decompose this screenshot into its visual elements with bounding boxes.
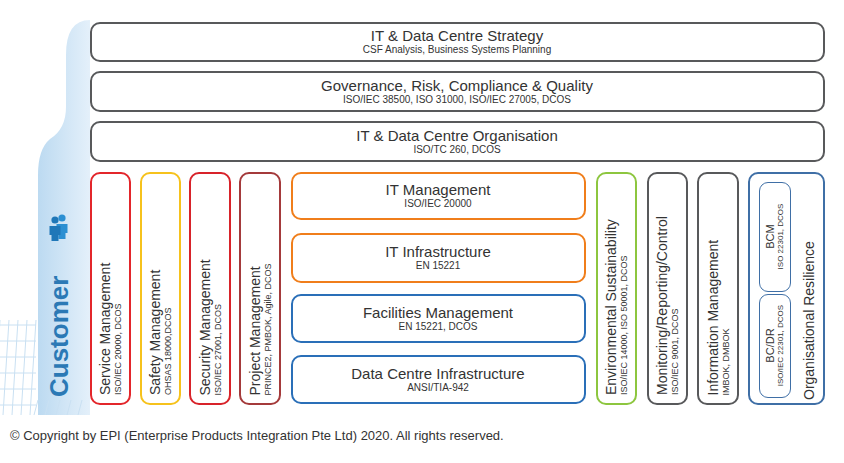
text-frame: Information ManagementIMBOK, DMBOK xyxy=(699,174,736,402)
node-title: IT & Data Centre Strategy xyxy=(371,27,543,44)
bcdr-box: BC/DRISO/IEC 22301, DCOS xyxy=(759,294,791,398)
node-title: Facilities Management xyxy=(363,304,513,321)
text-frame: Governance, Risk, Compliance & QualityIS… xyxy=(92,73,822,109)
text-frame: IT InfrastructureEN 15221 xyxy=(293,235,583,280)
node-title: BC/DR xyxy=(764,328,777,362)
facilities-box: Facilities ManagementEN 15221, DCOS xyxy=(291,294,586,343)
standards-note: ISO/IEC 14000, ISO 50001, DCOS xyxy=(619,255,629,395)
text-frame: BCMISO 22301, DCOS xyxy=(760,183,789,290)
text-frame: Safety ManagementOHSAS 18000,DCOS xyxy=(142,174,178,402)
node-title: Customer xyxy=(45,276,75,397)
organisation-band: IT & Data Centre OrganisationISO/TC 260,… xyxy=(90,121,825,162)
strategy-band: IT & Data Centre StrategyCSF Analysis, B… xyxy=(90,22,825,62)
node-title: Organisational Resilience xyxy=(801,241,817,400)
standards-note: EN 15221 xyxy=(416,260,460,272)
customer-shape xyxy=(38,20,90,415)
text-frame: Data Centre InfrastructureANSI/TIA-942 xyxy=(293,357,583,401)
standards-note: EN 15221, DCOS xyxy=(399,321,478,333)
standards-note: ISO/IEC 20000 xyxy=(404,198,471,210)
standards-note: ISO/IEC 27001, DCOS xyxy=(212,303,222,395)
security-column: Security ManagementISO/IEC 27001, DCOS xyxy=(189,172,231,405)
safety-column: Safety ManagementOHSAS 18000,DCOS xyxy=(140,172,181,405)
node-title: IT Infrastructure xyxy=(385,243,491,260)
dc-infrastructure-box: Data Centre InfrastructureANSI/TIA-942 xyxy=(291,355,586,404)
node-title: Safety Management xyxy=(147,270,163,395)
standards-note: ISO/IEC 38500, ISO 31000, ISO/IEC 27005,… xyxy=(343,94,571,106)
standards-note: ANSI/TIA-942 xyxy=(407,382,469,394)
project-column: Project ManagementPRINCE2, PMBOK, Agile,… xyxy=(239,172,281,405)
text-frame: Service ManagementISO/IEC 20000, DCOS xyxy=(92,174,128,402)
text-frame: IT ManagementISO/IEC 20000 xyxy=(293,174,583,217)
standards-note: OHSAS 18000,DCOS xyxy=(163,307,173,395)
node-title: IT Management xyxy=(386,181,491,198)
text-frame: Monitoring/Reporting/ControlISO/IEC 9001… xyxy=(649,174,685,402)
standards-note: CSF Analysis, Business Systems Planning xyxy=(363,44,551,56)
node-title: BCM xyxy=(764,224,777,248)
standards-note: IMBOK, DMBOK xyxy=(720,328,730,395)
node-title: IT & Data Centre Organisation xyxy=(356,127,558,144)
bcm-box: BCMISO 22301, DCOS xyxy=(759,182,791,292)
node-title: Data Centre Infrastructure xyxy=(351,365,524,382)
standards-note: ISO 22301, DCOS xyxy=(776,204,785,270)
standards-note: ISO/IEC 9001, DCOS xyxy=(670,308,680,395)
standards-note: ISO/IEC 20000, DCOS xyxy=(113,303,123,395)
text-frame: Project ManagementPRINCE2, PMBOK, Agile,… xyxy=(241,174,278,402)
resilience-column: Organisational Resilience BCMISO 22301, D… xyxy=(748,172,825,405)
node-title: Service Management xyxy=(97,263,113,395)
text-frame: Environmental SustainabilityISO/IEC 1400… xyxy=(598,174,634,402)
standards-note: ISO/TC 260, DCOS xyxy=(413,144,500,156)
text-frame: IT & Data Centre OrganisationISO/TC 260,… xyxy=(92,123,822,159)
text-frame: Customer xyxy=(40,247,80,397)
text-frame: Organisational Resilience xyxy=(792,174,827,407)
node-title: Governance, Risk, Compliance & Quality xyxy=(321,77,593,94)
node-title: Environmental Sustainability xyxy=(603,219,619,395)
standards-note: PRINCE2, PMBOK, Agile, DCOS xyxy=(262,263,272,395)
node-title: Security Management xyxy=(196,259,212,395)
text-frame: IT & Data Centre StrategyCSF Analysis, B… xyxy=(92,24,822,59)
monitoring-column: Monitoring/Reporting/ControlISO/IEC 9001… xyxy=(647,172,688,405)
it-infrastructure-box: IT InfrastructureEN 15221 xyxy=(291,233,586,283)
node-title: Project Management xyxy=(246,266,262,395)
information-column: Information ManagementIMBOK, DMBOK xyxy=(697,172,739,405)
node-title: Monitoring/Reporting/Control xyxy=(654,216,670,395)
service-column: Service ManagementISO/IEC 20000, DCOS xyxy=(90,172,131,405)
text-frame: Facilities ManagementEN 15221, DCOS xyxy=(293,296,583,340)
customer-icon xyxy=(50,214,68,241)
standards-note: ISO/IEC 22301, DCOS xyxy=(776,305,785,386)
copyright-caption: © Copyright by EPI (Enterprise Products … xyxy=(10,428,504,443)
governance-band: Governance, Risk, Compliance & QualityIS… xyxy=(90,71,825,112)
customer-panel: Customer xyxy=(0,15,90,415)
text-frame: BC/DRISO/IEC 22301, DCOS xyxy=(760,295,789,396)
text-frame: Security ManagementISO/IEC 27001, DCOS xyxy=(191,174,228,402)
it-management-box: IT ManagementISO/IEC 20000 xyxy=(291,172,586,220)
node-title: Information Management xyxy=(704,239,720,395)
sustainability-column: Environmental SustainabilityISO/IEC 1400… xyxy=(596,172,637,405)
